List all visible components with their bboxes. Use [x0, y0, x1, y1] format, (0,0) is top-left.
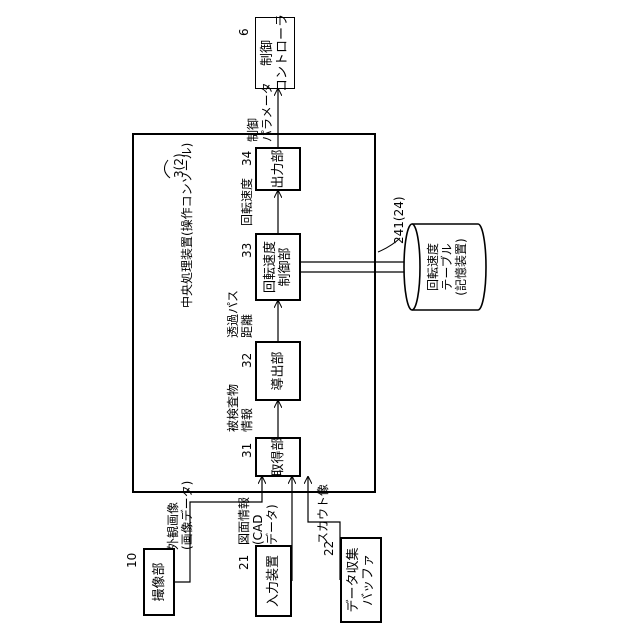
link-label-path-distance: 透過パス 距離 [226, 290, 254, 338]
rotation-speed-control-ref: 33 [240, 243, 254, 258]
link-label-object-info: 被検査物 情報 [226, 384, 254, 432]
controller-ref: 6 [237, 28, 251, 36]
control-parameter-label: 制御 パラメータ [246, 82, 274, 142]
derivation-unit-ref: 32 [240, 353, 254, 368]
imaging-unit-signal: 外観画像 (画像データ) [166, 481, 194, 550]
acquisition-unit-ref: 31 [240, 443, 254, 458]
imaging-unit-ref: 10 [125, 553, 139, 568]
storage-ref: 241(24) [392, 196, 406, 244]
derivation-unit-box: 導出部 [255, 341, 301, 401]
rotation-speed-control-box: 回転速度 制御部 [255, 233, 301, 301]
data-buffer-box: データ収集 バッファ [340, 537, 382, 623]
imaging-unit-box: 撮像部 [143, 548, 175, 616]
data-buffer-signal: スカウト像 [316, 484, 330, 544]
input-device-ref: 21 [237, 555, 251, 570]
link-label-rotation-speed: 回転速度 [240, 178, 254, 226]
central-processing-ref: 3(2) [172, 153, 186, 178]
controller-box: 制御 コントローラ [255, 17, 295, 89]
output-unit-ref: 34 [240, 151, 254, 166]
output-unit-box: 出力部 [255, 147, 301, 191]
input-device-box: 入力装置 [255, 545, 292, 617]
storage-label: 回転速度 テーブル (記憶装置) [426, 232, 468, 302]
input-device-signal: 図面情報 (CAD データ) [237, 497, 279, 545]
acquisition-unit-box: 取得部 [255, 437, 301, 477]
